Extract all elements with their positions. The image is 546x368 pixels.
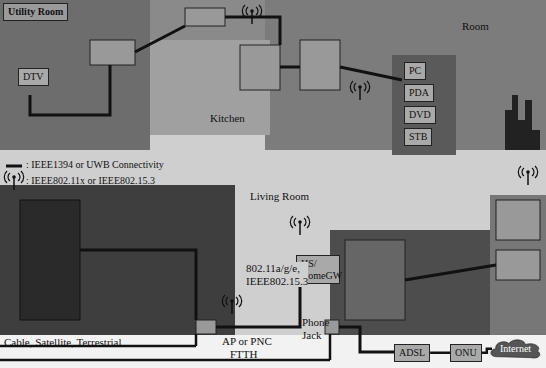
device-box: DVD <box>404 106 436 124</box>
device-box: STB <box>404 128 432 146</box>
tv-box: DTV <box>18 68 49 86</box>
room-name: Living Room <box>248 190 311 203</box>
connector <box>430 352 450 353</box>
internet-cloud: Internet <box>492 340 539 358</box>
feed-label: Cable, Satellite, Terrestrial <box>4 336 122 349</box>
device-box: PC <box>404 62 426 80</box>
room-label: Utility Room <box>3 3 68 21</box>
node-text: DTV <box>23 71 44 83</box>
node-text: STB <box>409 131 427 143</box>
onu-box: ONU <box>450 344 482 362</box>
node-text: Internet <box>500 343 531 355</box>
node-text: Utility Room <box>8 6 63 18</box>
device-label: AP or PNC <box>222 335 272 348</box>
node-text: ONU <box>455 347 477 359</box>
node-text: PC <box>409 65 421 77</box>
node-text: ADSL <box>399 347 425 359</box>
node-text: PDA <box>409 87 429 99</box>
connector <box>482 349 492 353</box>
legend-text: : IEEE802.11x or IEEE802.15.3 <box>26 175 155 186</box>
room-name: Room <box>462 20 489 33</box>
modem-box: ADSL <box>394 344 430 362</box>
device-label: Phone Jack <box>302 316 336 341</box>
device-box: PDA <box>404 84 434 102</box>
legend-entry: : IEEE1394 or UWB Connectivity <box>26 159 164 170</box>
node-text: DVD <box>409 109 431 121</box>
room-name: Kitchen <box>210 112 245 125</box>
protocol-label: 802.11a/g/e, IEEE802.15.3 <box>244 262 308 287</box>
legend-text: : IEEE1394 or UWB Connectivity <box>26 159 164 170</box>
legend-entry: : IEEE802.11x or IEEE802.15.3 <box>26 175 155 186</box>
feed-label: FTTH <box>230 348 258 361</box>
